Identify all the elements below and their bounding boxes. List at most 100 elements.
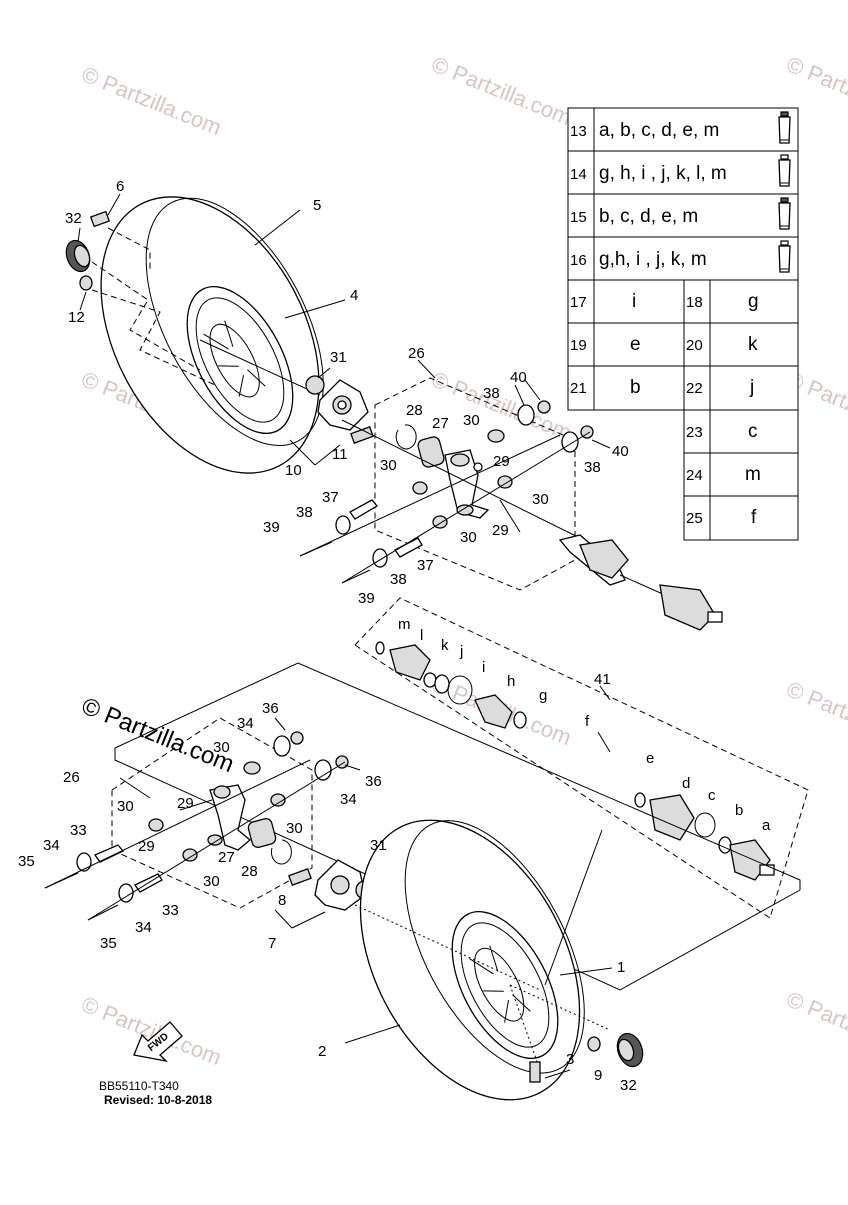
callout-6: 6 — [116, 178, 124, 195]
callout-31: 31 — [330, 349, 347, 366]
washer-38 — [372, 548, 388, 568]
callout-2: 2 — [318, 1043, 326, 1060]
legend-num: 14 — [570, 166, 587, 183]
valve-3 — [529, 1061, 541, 1083]
letter-m: m — [398, 616, 411, 633]
legend-num: 13 — [570, 123, 587, 140]
washer-38 — [335, 515, 351, 535]
callout-38: 38 — [584, 459, 601, 476]
grease-tube-icon — [778, 240, 791, 273]
callout-30: 30 — [532, 491, 549, 508]
callout-9: 9 — [594, 1067, 602, 1084]
callout-30: 30 — [117, 798, 134, 815]
leader-lines — [77, 193, 613, 1079]
bolt-11 — [350, 426, 374, 444]
callout-34: 34 — [237, 715, 254, 732]
letter-b: b — [735, 802, 743, 819]
callout-30: 30 — [380, 457, 397, 474]
top-knuckle-kit-box — [374, 377, 576, 591]
legend-value: j — [749, 377, 754, 398]
grease-tube-icon — [778, 111, 791, 144]
callout-30: 30 — [460, 529, 477, 546]
collar-30 — [270, 793, 286, 807]
collar-30 — [487, 429, 505, 443]
callout-36: 36 — [365, 773, 382, 790]
legend-value: e — [630, 334, 641, 355]
washer-34 — [76, 852, 92, 872]
legend-num: 15 — [570, 209, 587, 226]
lower-outline — [114, 662, 801, 991]
washer-34 — [273, 735, 291, 757]
callout-38: 38 — [390, 571, 407, 588]
washer-34 — [314, 759, 332, 781]
callout-39: 39 — [358, 590, 375, 607]
callout-30: 30 — [203, 873, 220, 890]
hub-cap-32 — [616, 1032, 644, 1068]
grease-tube-icon — [778, 154, 791, 187]
collar-30 — [497, 475, 513, 489]
callout-40: 40 — [612, 443, 629, 460]
watermark: © Partzilla.com — [78, 61, 225, 140]
legend-num: 17 — [570, 294, 587, 311]
legend-value: f — [751, 507, 757, 528]
watermark: © Partzilla.com — [783, 676, 848, 755]
circlip-28 — [395, 424, 417, 450]
callout-12: 12 — [68, 309, 85, 326]
shaft-33 — [94, 844, 125, 863]
bottom-knuckle-kit-box — [111, 717, 313, 909]
callout-11: 11 — [332, 446, 348, 463]
letter-e: e — [646, 750, 654, 767]
callout-5: 5 — [313, 197, 321, 214]
callout-27: 27 — [218, 849, 235, 866]
legend-num: 23 — [686, 424, 703, 441]
legend-table: 13 a, b, c, d, e, m 14 g, h, i , j, k, l… — [567, 107, 799, 541]
top-knuckle-assembly — [299, 400, 601, 584]
driveshaft-exploded — [375, 641, 775, 881]
callout-29: 29 — [138, 838, 155, 855]
legend-num: 25 — [686, 510, 703, 527]
letter-f: f — [585, 713, 590, 730]
collar-30 — [412, 481, 428, 495]
circlip-28 — [270, 839, 292, 865]
watermark: © Partzilla.com — [428, 51, 575, 130]
legend-value: b — [630, 377, 641, 398]
knuckle-29 — [209, 784, 252, 851]
callout-26: 26 — [63, 769, 80, 786]
bottom-knuckle-assembly — [44, 731, 349, 921]
bearing-27 — [417, 436, 445, 468]
legend-text: a, b, c, d, e, m — [599, 120, 719, 141]
hub-cap-32 — [65, 239, 91, 273]
forward-direction-arrow: FWD — [133, 1021, 183, 1063]
nut-40 — [580, 425, 594, 439]
letter-g: g — [539, 687, 547, 704]
letter-l: l — [420, 627, 423, 644]
legend-num: 21 — [570, 380, 587, 397]
callout-33: 33 — [162, 902, 179, 919]
callout-3: 3 — [566, 1051, 574, 1068]
legend-num: 18 — [686, 294, 703, 311]
rim-1 — [451, 911, 559, 1059]
callout-28: 28 — [241, 863, 258, 880]
callout-1: 1 — [617, 959, 625, 976]
bottom-wheel-assembly — [354, 819, 644, 1101]
callouts: 1 2 3 4 5 6 7 8 9 10 11 12 26 26 27 27 2… — [18, 178, 637, 1094]
legend-value: k — [748, 334, 758, 355]
legend-text: g,h, i , j, k, m — [599, 249, 707, 270]
legend-value: g — [748, 291, 759, 312]
callout-35: 35 — [100, 935, 117, 952]
collar-30 — [182, 848, 198, 862]
callout-41: 41 — [594, 671, 611, 688]
callout-34: 34 — [135, 919, 152, 936]
letter-j: j — [459, 643, 463, 660]
callout-29: 29 — [177, 795, 194, 812]
washer-38 — [561, 431, 579, 453]
callout-33: 33 — [70, 822, 87, 839]
callout-35: 35 — [18, 853, 35, 870]
callout-4: 4 — [350, 287, 358, 304]
driveshaft-kit-box — [354, 597, 809, 919]
bearing-27 — [247, 818, 277, 848]
callout-30: 30 — [463, 412, 480, 429]
callout-38: 38 — [296, 504, 313, 521]
nut-12 — [79, 275, 93, 291]
top-wheel-assembly — [65, 196, 324, 474]
